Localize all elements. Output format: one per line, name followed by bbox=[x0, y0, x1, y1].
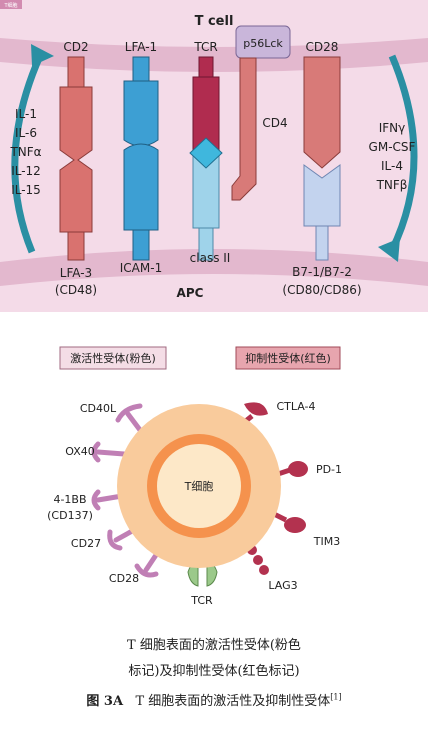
cytokine-gmcsf: GM-CSF bbox=[369, 140, 416, 154]
cd4-body bbox=[231, 57, 257, 201]
corner-tag bbox=[0, 0, 22, 9]
figure-reference: [1] bbox=[330, 692, 342, 702]
cytokine-il6: IL-6 bbox=[15, 126, 37, 140]
corner-tag-text: T细胞 bbox=[3, 2, 17, 9]
tcell-nucleus bbox=[157, 444, 241, 528]
left-arrow-head bbox=[31, 44, 54, 66]
peptide-diamond bbox=[189, 137, 223, 169]
icam1-label: ICAM-1 bbox=[120, 261, 162, 275]
cytokine-tnfa: TNFα bbox=[9, 145, 41, 159]
legend-inhibitory-text: 抑制性受体(红色) bbox=[245, 351, 331, 365]
cytokine-ifng: IFNγ bbox=[379, 121, 406, 135]
pd1-label: PD-1 bbox=[316, 463, 342, 476]
lfa3-label: LFA-3 bbox=[60, 266, 92, 280]
cd2-label: CD2 bbox=[63, 40, 88, 54]
cd28-label: CD28 bbox=[109, 572, 139, 585]
tcr-label-bottom: TCR bbox=[190, 594, 213, 607]
bottom-panel: 激活性受体(粉色) 抑制性受体(红色) bbox=[47, 346, 342, 607]
lfa3-stalk bbox=[67, 231, 85, 261]
lfa1-body bbox=[123, 80, 159, 147]
p56lck-box bbox=[235, 25, 291, 59]
cytokine-tnfb: TNFβ bbox=[376, 178, 408, 192]
lfa1-label: LFA-1 bbox=[125, 40, 157, 54]
cd80-cd86-label: (CD80/CD86) bbox=[282, 283, 361, 297]
apc-label: APC bbox=[177, 286, 204, 300]
lag3-bead-4 bbox=[259, 565, 269, 575]
41bb-head bbox=[91, 489, 101, 511]
class-ii-label: class II bbox=[190, 251, 231, 265]
left-arrow-shaft bbox=[11, 54, 44, 254]
tim3-head bbox=[284, 517, 306, 533]
top-panel: T细胞 T cell APC IL-1 IL-6 TNFα IL-12 IL-1… bbox=[0, 0, 428, 312]
figure-title: T 细胞表面的激活性及抑制性受体 bbox=[135, 694, 331, 709]
cd2-stalk bbox=[67, 56, 85, 88]
ox40-stalk bbox=[95, 449, 127, 457]
cd4-label: CD4 bbox=[262, 116, 287, 130]
cd40l-label: CD40L bbox=[80, 402, 117, 415]
cytokine-il1: IL-1 bbox=[15, 107, 37, 121]
ctla4-label: CTLA-4 bbox=[276, 400, 315, 413]
tcell-label: T细胞 bbox=[184, 480, 214, 493]
figure-number: 图 3A bbox=[86, 694, 124, 709]
cytokine-il12: IL-12 bbox=[11, 164, 41, 178]
cd2-lfa3-pair bbox=[59, 56, 93, 261]
cd28-b7-pair bbox=[303, 56, 341, 261]
cd137-label: (CD137) bbox=[47, 509, 93, 522]
cytokine-il15: IL-15 bbox=[11, 183, 41, 197]
cd27-label: CD27 bbox=[71, 537, 101, 550]
ox40-head bbox=[91, 441, 101, 463]
tim3-label: TIM3 bbox=[313, 535, 340, 548]
cd28-head bbox=[134, 563, 159, 578]
b7-body bbox=[303, 164, 341, 227]
lag3-bead-3 bbox=[253, 555, 263, 565]
tcell-label: T cell bbox=[195, 14, 234, 29]
figure-caption: 图 3A T 细胞表面的激活性及抑制性受体[1] bbox=[0, 690, 428, 709]
icam1-body bbox=[123, 143, 159, 231]
lfa1-stalk bbox=[132, 56, 150, 82]
cd48-label: (CD48) bbox=[55, 283, 97, 297]
cytokine-il4: IL-4 bbox=[381, 159, 403, 173]
tcr-mhc-pair bbox=[189, 56, 223, 261]
pd1-head bbox=[288, 461, 308, 477]
lag3-label: LAG3 bbox=[268, 579, 297, 592]
tcr-label: TCR bbox=[193, 40, 217, 54]
legend-inhibitory-box bbox=[235, 346, 341, 370]
tcr-stalk bbox=[198, 56, 214, 78]
ctla4-head bbox=[244, 402, 268, 416]
caption-line-1: T 细胞表面的激活性受体(粉色 bbox=[127, 638, 301, 653]
ox40-label: OX40 bbox=[65, 445, 95, 458]
41bb-label: 4-1BB bbox=[53, 493, 86, 506]
cd27-head bbox=[107, 529, 123, 551]
right-arrow-shaft bbox=[388, 54, 418, 252]
cd28-body bbox=[303, 56, 341, 169]
cd40l-head bbox=[115, 403, 143, 423]
b7-label: B7-1/B7-2 bbox=[292, 265, 352, 279]
cd2-lfa3-body bbox=[59, 86, 93, 233]
icam1-stalk bbox=[132, 229, 150, 261]
b7-stalk bbox=[315, 225, 329, 261]
right-arrow-head bbox=[378, 238, 400, 262]
cd28-top-label: CD28 bbox=[306, 40, 339, 54]
legend-activating-box bbox=[59, 346, 167, 370]
legend-activating-text: 激活性受体(粉色) bbox=[70, 351, 156, 365]
p56lck-label: p56Lck bbox=[243, 37, 283, 50]
lfa1-icam1-pair bbox=[123, 56, 159, 261]
mhc-stalk bbox=[198, 227, 214, 261]
caption-line-2: 标记)及抑制性受体(红色标记) bbox=[128, 664, 300, 679]
